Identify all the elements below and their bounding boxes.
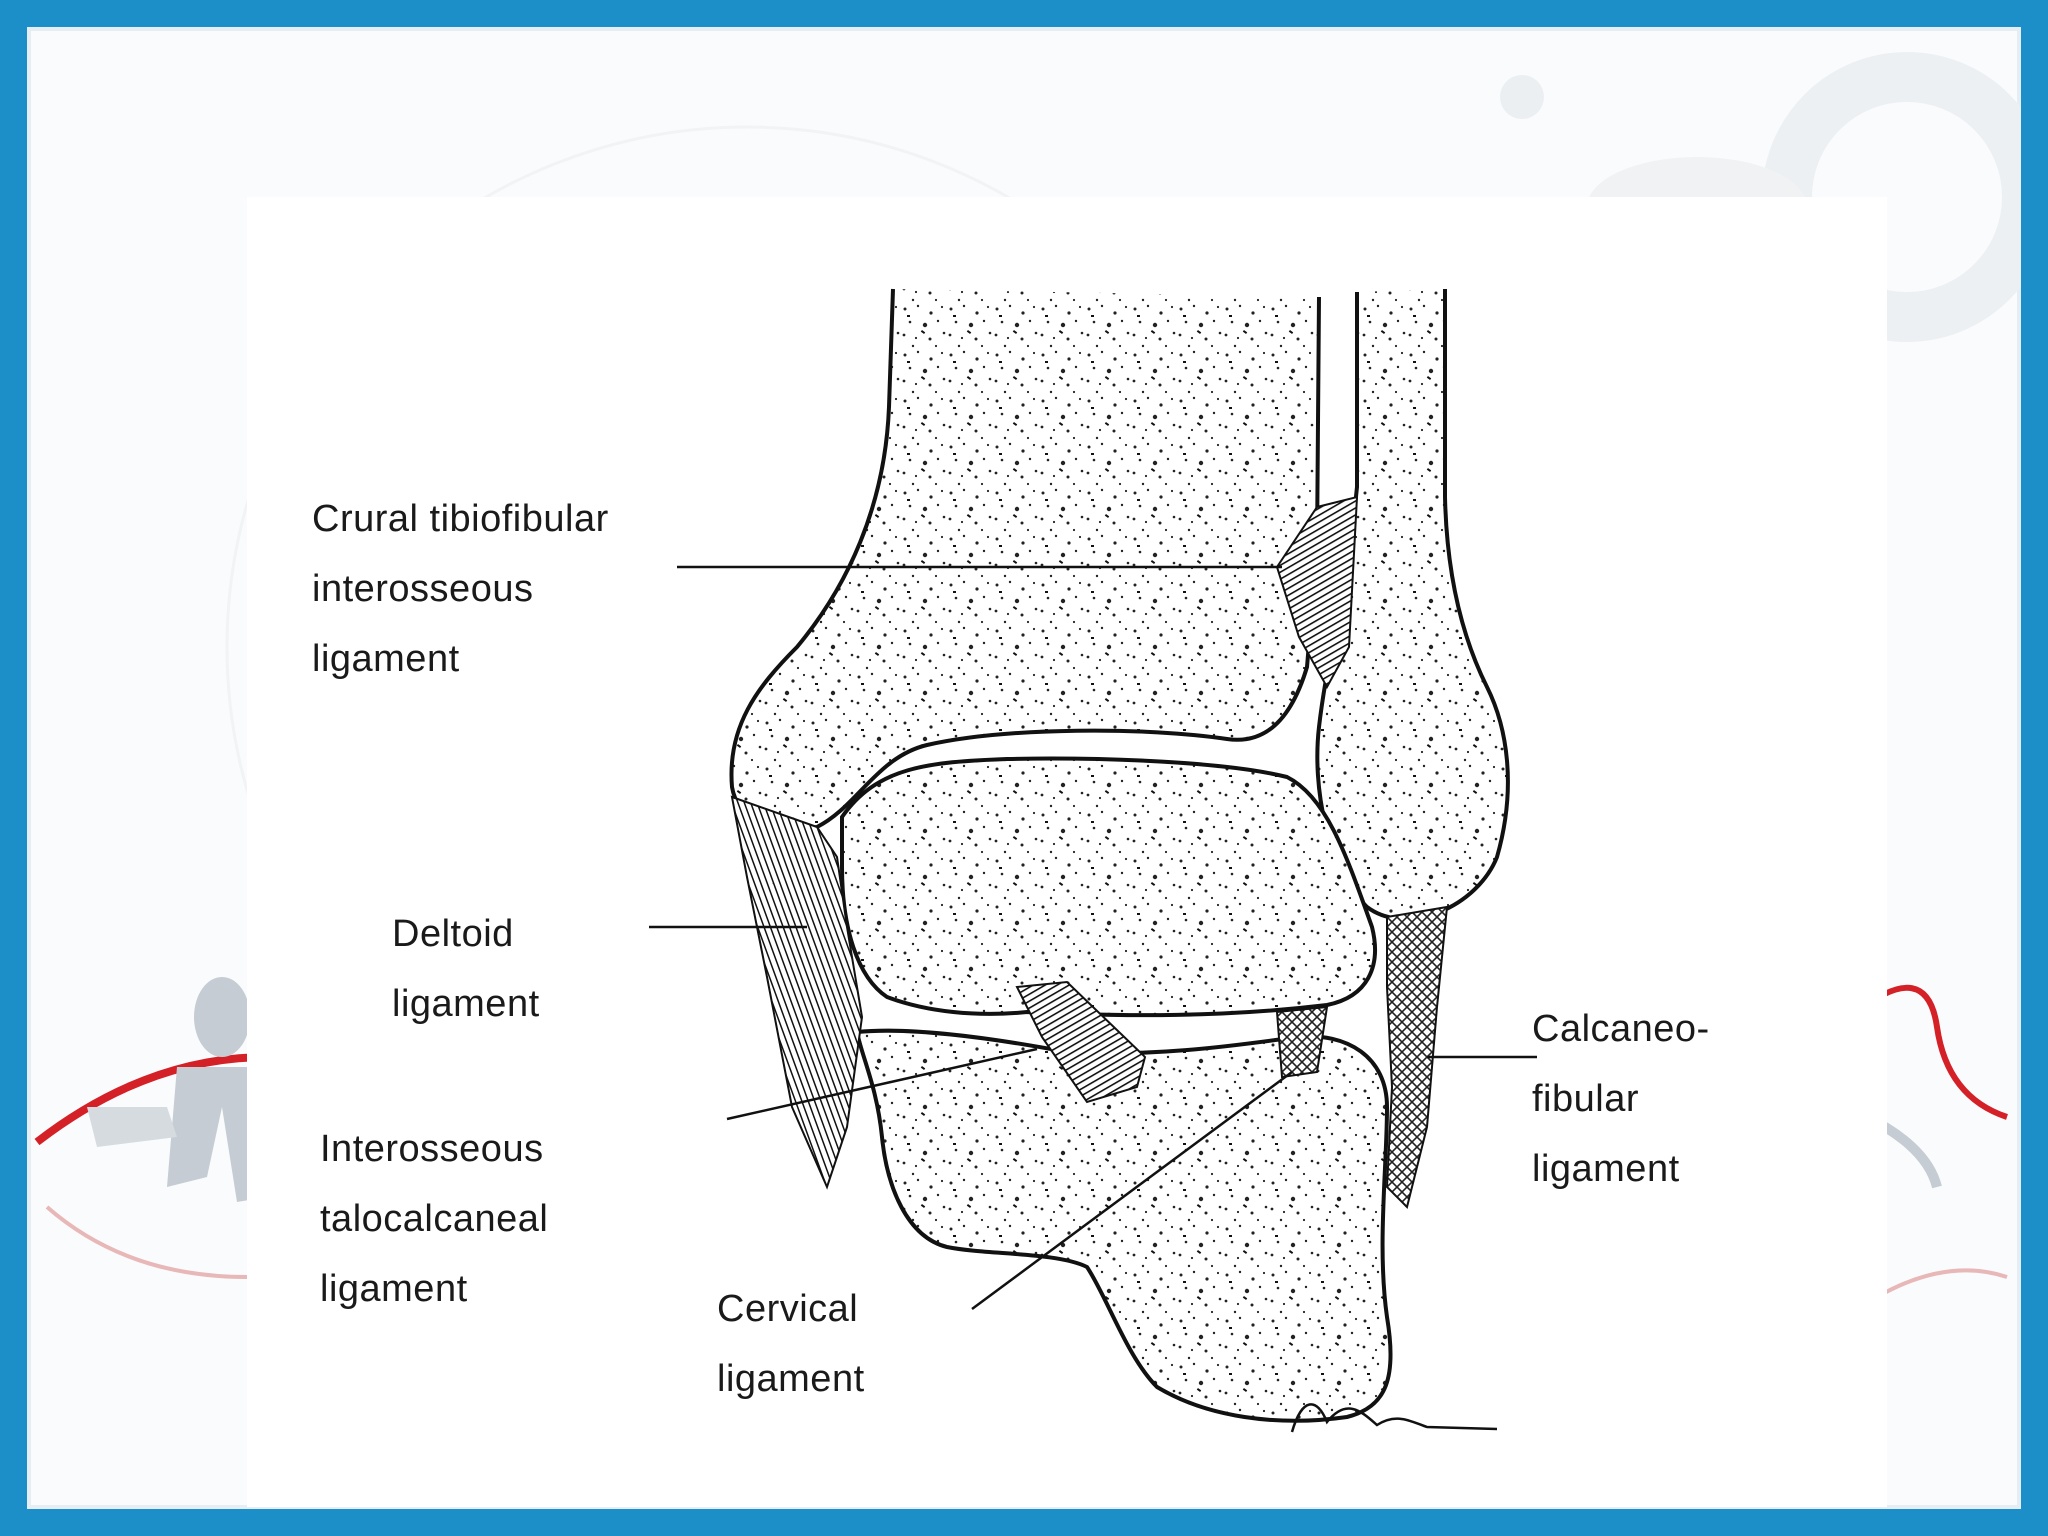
slide-frame: Crural tibiofibular interosseous ligamen… xyxy=(27,27,2021,1509)
ankle-joint-diagram xyxy=(247,197,1887,1507)
leader-cervical xyxy=(971,1070,1293,1311)
calcaneofibular-ligament-shape xyxy=(1385,905,1449,1209)
label-deltoid: Deltoid ligament xyxy=(392,913,540,1025)
leader-interosseous xyxy=(726,1047,1038,1121)
deltoid-ligament-shape xyxy=(730,795,864,1190)
tibia-bone xyxy=(729,288,1321,832)
label-cervical: Cervical ligament xyxy=(717,1288,865,1400)
talus-bone xyxy=(840,756,1377,1018)
label-crural-tibiofibular: Crural tibiofibular interosseous ligamen… xyxy=(312,498,609,680)
cervical-ligament-shape xyxy=(1275,1005,1329,1079)
left-figure-graphic xyxy=(34,977,268,1279)
artist-signature xyxy=(1290,1403,1498,1433)
label-interosseous-talocalcaneal: Interosseous talocalcaneal ligament xyxy=(320,1128,549,1310)
interosseous-ligament-shape xyxy=(1015,980,1147,1104)
calcaneus-bone xyxy=(854,1028,1393,1423)
leader-lines xyxy=(649,565,1537,1311)
label-calcaneofibular: Calcaneo- fibular ligament xyxy=(1532,1008,1710,1190)
